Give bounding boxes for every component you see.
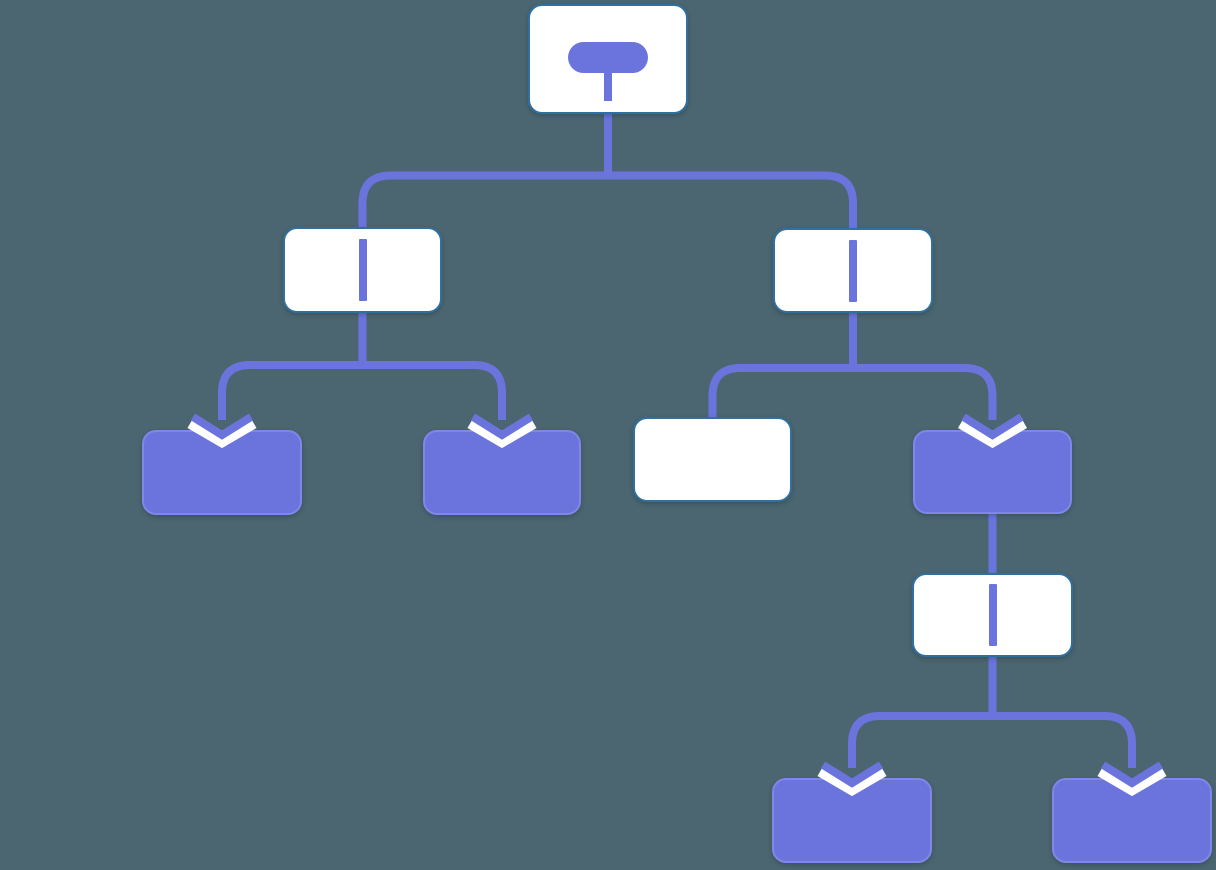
- vertical-bar-icon: [358, 239, 367, 301]
- leaf-node-left-1: [142, 430, 302, 515]
- leaf-node-bottom-1: [772, 778, 932, 863]
- leaf-node-bottom-2: [1052, 778, 1212, 863]
- leaf-node-right: [913, 430, 1072, 514]
- plain-node-right: [633, 417, 792, 502]
- vertical-bar-icon: [988, 584, 997, 646]
- branch-node-left: [283, 227, 442, 313]
- leaf-node-left-2: [423, 430, 581, 515]
- branch-node-right: [773, 228, 933, 313]
- pill-shape: [568, 42, 648, 73]
- branch-node-bottom: [912, 573, 1073, 657]
- root-pill-icon: [530, 6, 686, 112]
- vertical-bar-icon: [849, 239, 857, 302]
- root-node: [528, 4, 688, 114]
- pill-stem: [604, 73, 612, 101]
